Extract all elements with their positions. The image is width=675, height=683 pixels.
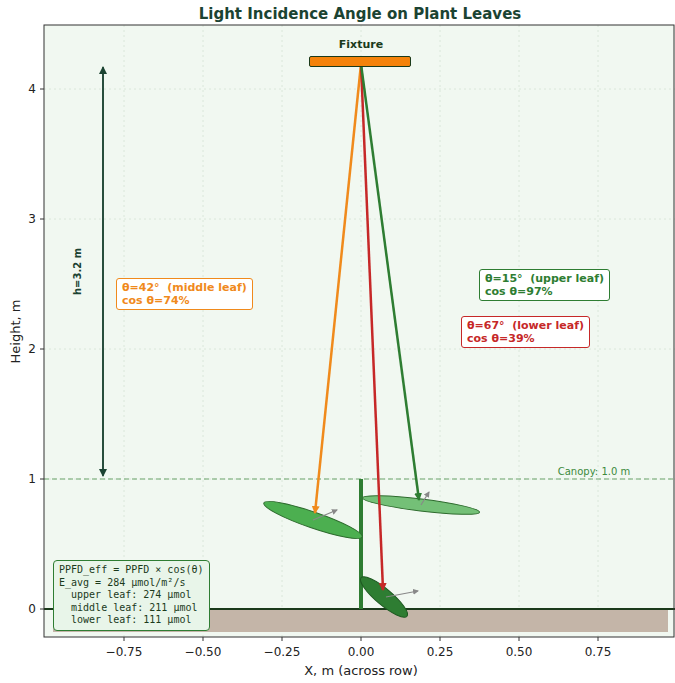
angle-callout: θ=67° (lower leaf)cos θ=39% xyxy=(461,316,590,348)
light-ray xyxy=(315,64,361,513)
formula-box: PPFD_eff = PPFD × cos(θ)E_avg = 284 μmol… xyxy=(53,560,210,631)
tick-label: 4 xyxy=(28,82,36,96)
tick-label: −0.75 xyxy=(106,645,143,659)
callout-text: cos θ=74% xyxy=(122,294,247,307)
tick-label: 1 xyxy=(28,472,36,486)
tick-label: 0.75 xyxy=(585,645,612,659)
callout-text: cos θ=97% xyxy=(485,285,604,298)
tick-label: 0.00 xyxy=(348,645,375,659)
fixture-label: Fixture xyxy=(309,38,413,51)
tick-label: 2 xyxy=(28,342,36,356)
angle-callout: θ=15° (upper leaf)cos θ=97% xyxy=(479,269,610,301)
leaf-normal xyxy=(386,591,418,597)
callout-text: θ=15° (upper leaf) xyxy=(485,272,604,285)
angle-callout: θ=42° (middle leaf)cos θ=74% xyxy=(116,278,253,310)
callout-text: E_avg = 284 μmol/m²/s xyxy=(59,577,204,590)
axes-frame xyxy=(44,25,674,637)
dimension: h=3.2 m xyxy=(73,247,84,294)
callout-text: θ=42° (middle leaf) xyxy=(122,281,247,294)
height-arrow xyxy=(102,72,104,476)
fixture: Fixture xyxy=(309,38,413,67)
axis-title: X, m (across row) xyxy=(304,663,418,678)
callout-text: upper leaf: 274 μmol xyxy=(59,589,204,602)
leaf-normal xyxy=(313,510,337,520)
grid xyxy=(44,25,675,637)
axis-title: Height, m xyxy=(9,299,24,363)
canopy-label: Canopy: 1.0 m xyxy=(558,466,630,477)
callout-text: θ=67° (lower leaf) xyxy=(467,319,584,332)
light-ray xyxy=(361,64,419,500)
fixture-bar xyxy=(309,56,411,67)
chart-title: Light Incidence Angle on Plant Leaves xyxy=(199,5,522,23)
lower-leaf xyxy=(356,572,412,623)
callout-text: lower leaf: 111 μmol xyxy=(59,614,204,627)
tick-label: 0.25 xyxy=(427,645,454,659)
callout-text: middle leaf: 211 μmol xyxy=(59,602,204,615)
tick-label: 3 xyxy=(28,212,36,226)
plot-area xyxy=(44,25,675,637)
tick-label: 0 xyxy=(28,602,36,616)
middle-leaf xyxy=(261,496,365,545)
callout-text: PPFD_eff = PPFD × cos(θ) xyxy=(59,564,204,577)
leaf-normal xyxy=(421,492,429,505)
callout-text: cos θ=39% xyxy=(467,332,584,345)
ticks xyxy=(40,89,598,641)
tick-label: −0.25 xyxy=(264,645,301,659)
tick-label: 0.50 xyxy=(506,645,533,659)
tick-label: −0.50 xyxy=(185,645,222,659)
